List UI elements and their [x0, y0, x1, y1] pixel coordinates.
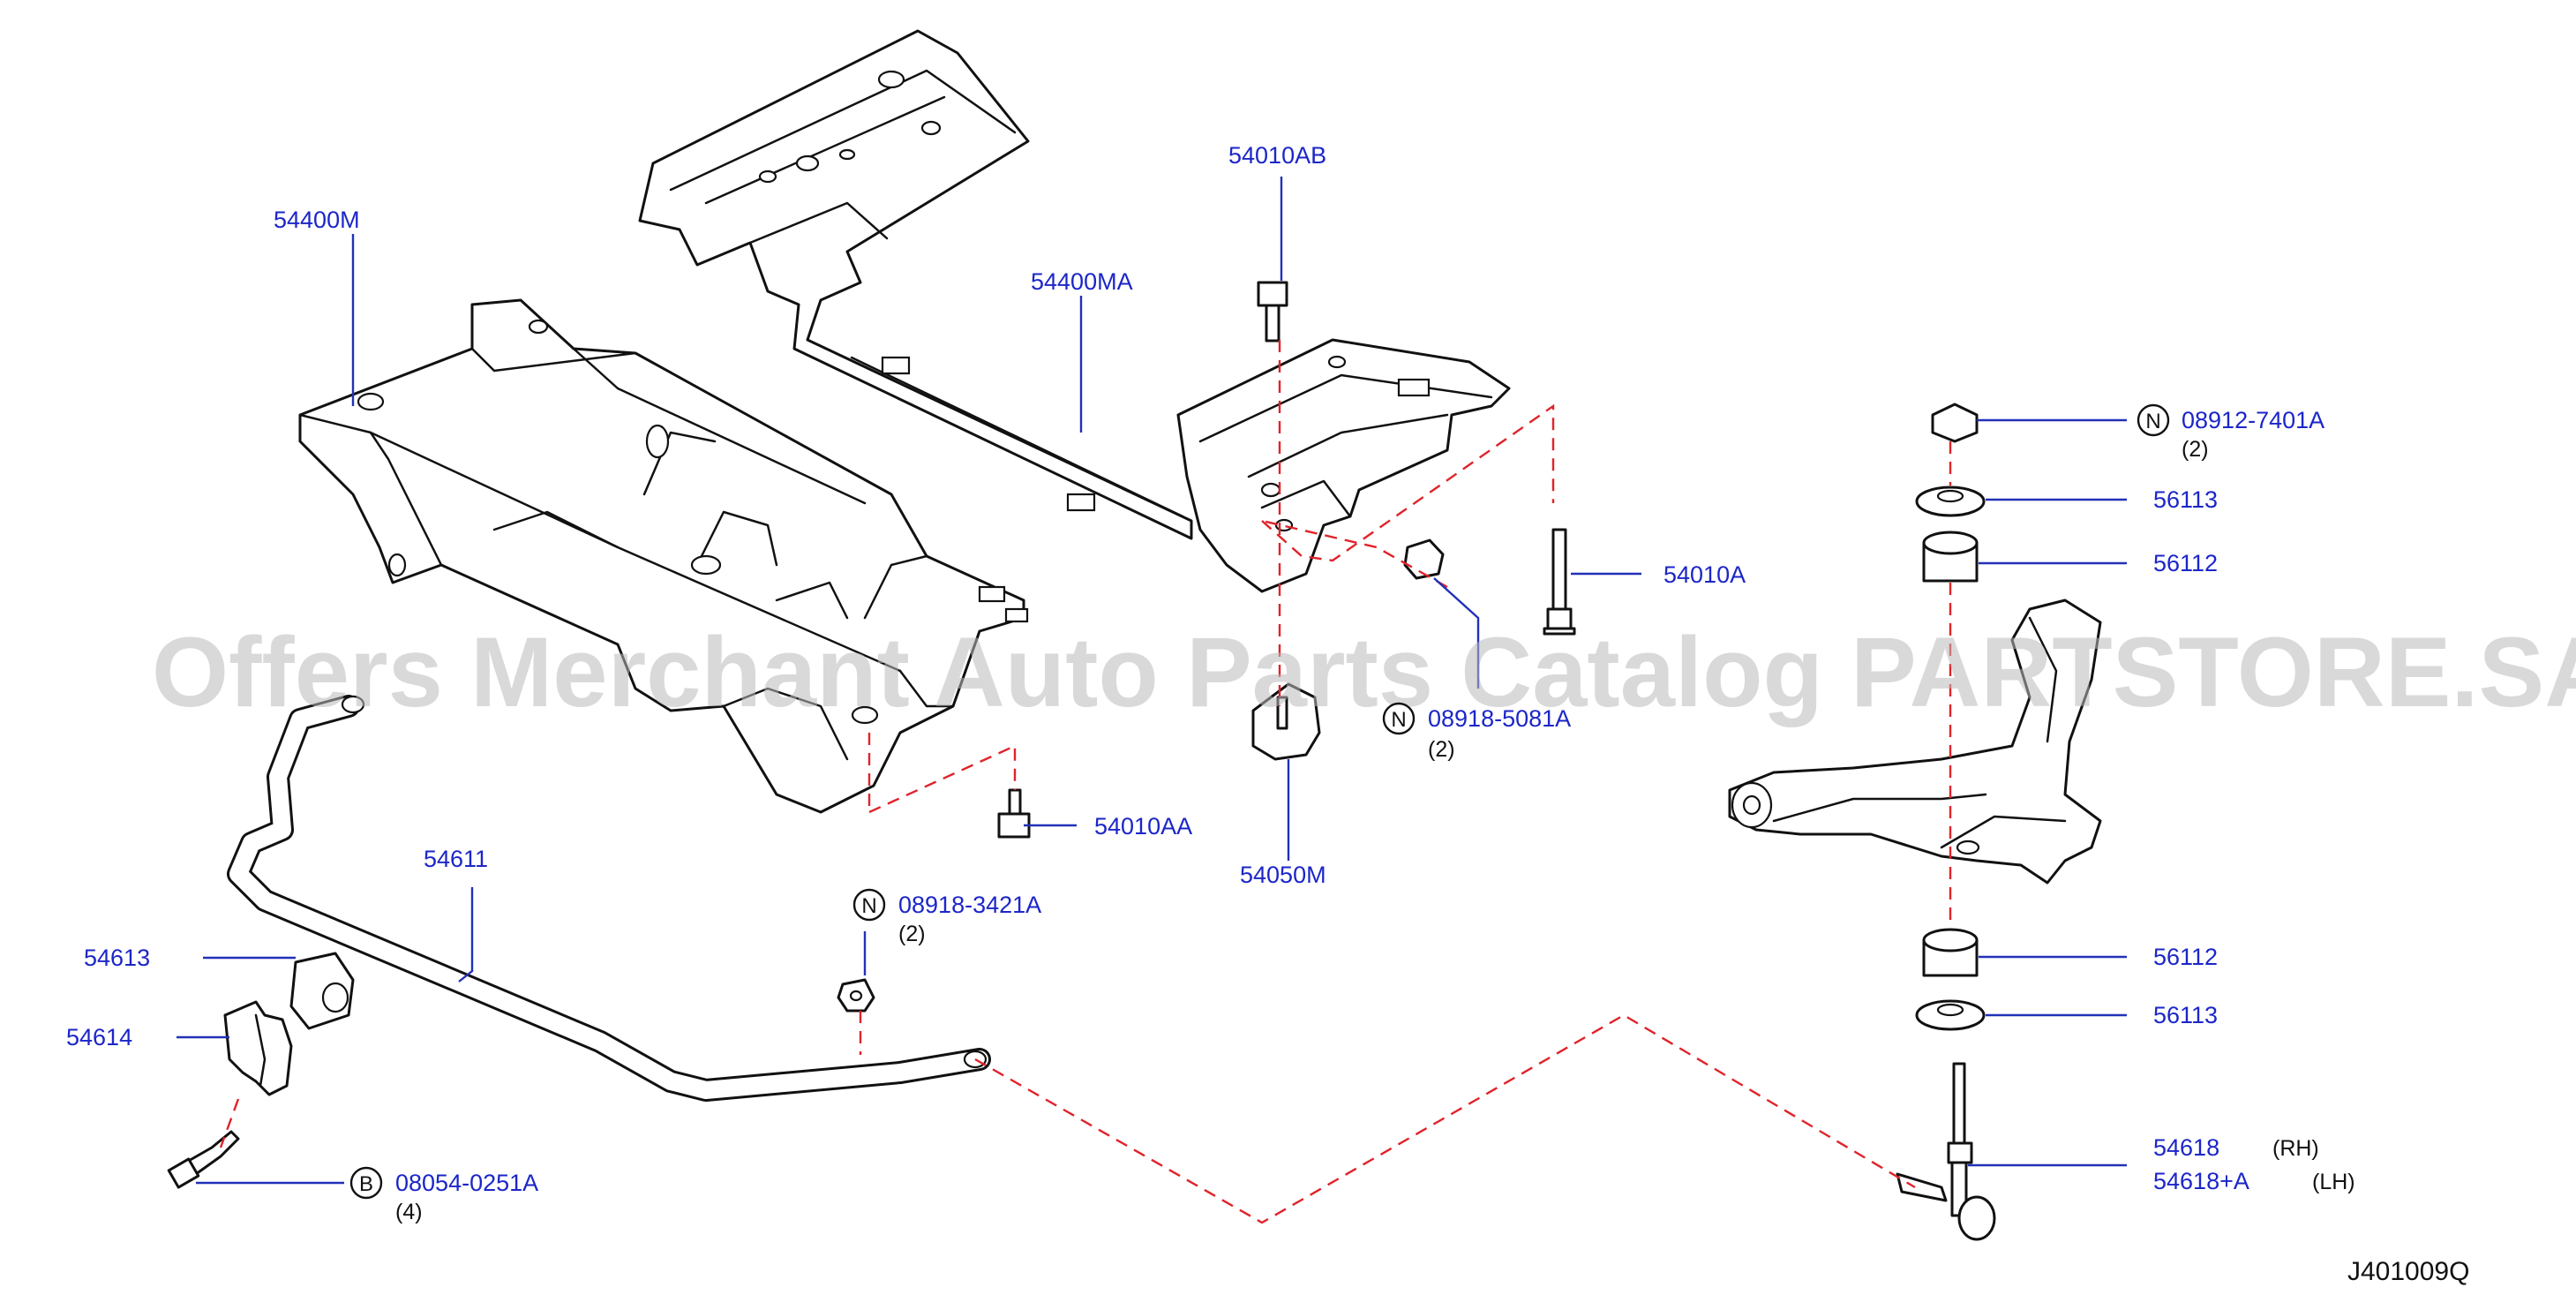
callout-08918-3421A[interactable]: 08918-3421A	[898, 892, 1041, 918]
bolt-54010AB	[1257, 281, 1288, 343]
connecting-rod-54618	[1896, 1062, 1996, 1241]
bolt-08054-0251A	[167, 1130, 240, 1189]
cross-member-right-bracket	[1176, 338, 1511, 593]
callout-08918-5081A[interactable]: 08918-5081A	[1428, 705, 1571, 732]
callout-54400MA[interactable]: 54400MA	[1031, 268, 1133, 295]
callout-54611[interactable]: 54611	[424, 846, 488, 872]
callout-56112-top[interactable]: 56112	[2153, 550, 2218, 576]
bolt-54010A	[1543, 528, 1576, 636]
callout-54618[interactable]: 54618	[2153, 1134, 2219, 1161]
leader-lines	[176, 177, 2127, 1185]
svg-text:N: N	[2145, 410, 2160, 433]
bushing-56112-bottom	[1922, 928, 1979, 977]
callout-54010AA[interactable]: 54010AA	[1094, 813, 1192, 839]
badge-n-08912-7401A: N	[2137, 403, 2170, 437]
nut-08918-5081A	[1403, 538, 1445, 580]
svg-text:B: B	[359, 1172, 373, 1196]
clamp-54614	[223, 1000, 293, 1096]
callout-08054-0251A[interactable]: 08054-0251A	[395, 1170, 538, 1196]
callout-54050M[interactable]: 54050M	[1240, 862, 1326, 888]
callout-54613[interactable]: 54613	[84, 945, 150, 971]
sub-frame-54400M	[298, 298, 1029, 814]
callout-56113-bottom[interactable]: 56113	[2153, 1002, 2218, 1028]
qty-08054-0251A: (4)	[395, 1200, 423, 1224]
svg-text:N: N	[861, 894, 876, 918]
callout-54400M[interactable]: 54400M	[274, 207, 360, 233]
callout-54618A[interactable]: 54618+A	[2153, 1168, 2249, 1194]
badge-n-08918-3421A: N	[852, 888, 886, 922]
washer-56113-bottom	[1915, 999, 1986, 1031]
badge-b-08054-0251A: B	[349, 1166, 383, 1200]
callout-08912-7401A[interactable]: 08912-7401A	[2182, 407, 2324, 433]
diagram-id: J401009Q	[2347, 1257, 2469, 1286]
qty-08918-3421A: (2)	[898, 922, 926, 946]
callout-54614[interactable]: 54614	[66, 1024, 132, 1050]
callout-56112-bottom[interactable]: 56112	[2153, 944, 2218, 970]
mount-54050M	[1251, 682, 1321, 761]
qty-08912-7401A: (2)	[2182, 437, 2209, 462]
nut-08918-3421A	[837, 978, 875, 1013]
washer-56113-top	[1915, 486, 1986, 517]
side-54618A: (LH)	[2312, 1170, 2355, 1194]
watermark: Offers Merchant Auto Parts Catalog PARTS…	[152, 617, 2576, 727]
stabilizer-bar-54611	[227, 695, 991, 1102]
callout-56113-top[interactable]: 56113	[2153, 486, 2218, 513]
cross-member-54400MA	[638, 29, 1193, 540]
bushing-56112-top	[1922, 531, 1979, 583]
svg-text:N: N	[1391, 708, 1406, 732]
callout-54010A[interactable]: 54010A	[1664, 561, 1746, 588]
nut-08912-7401A	[1931, 403, 1979, 443]
assembly-lines	[219, 340, 1952, 1224]
upper-control-arm	[1728, 599, 2102, 885]
bushing-54613	[289, 952, 355, 1030]
callout-54010AB[interactable]: 54010AB	[1228, 142, 1326, 169]
callout-labels: 54400M 54400MA 54010AB 54010A 54010AA 54…	[66, 142, 2355, 1224]
badge-n-08918-5081A: N	[1382, 702, 1416, 735]
bolt-54010AA	[997, 788, 1031, 839]
qty-08918-5081A: (2)	[1428, 737, 1455, 762]
side-54618: (RH)	[2272, 1136, 2319, 1161]
